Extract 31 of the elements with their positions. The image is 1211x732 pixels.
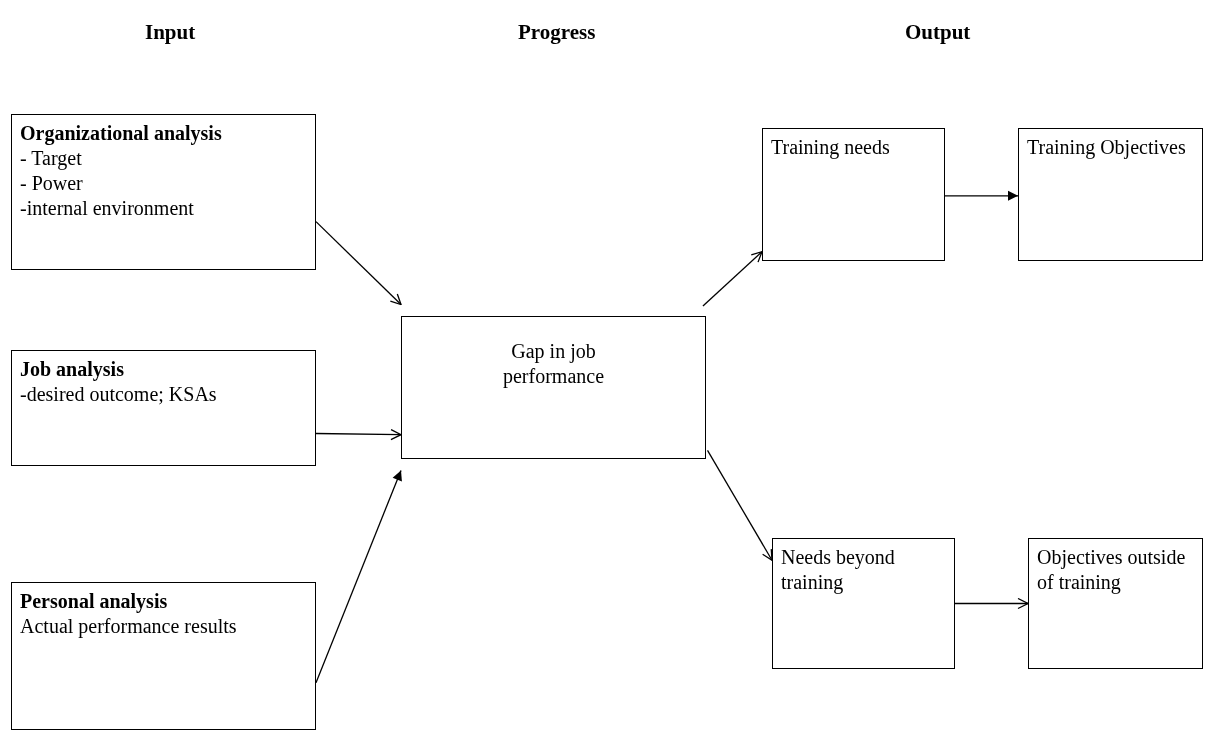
analysis-box bbox=[11, 350, 316, 466]
column-heading: Input bbox=[145, 20, 196, 45]
box-text: Objectives outside of training bbox=[1037, 545, 1187, 595]
arrow bbox=[706, 449, 773, 561]
box-text: Training Objectives bbox=[1027, 135, 1187, 160]
box-text: - Target bbox=[20, 146, 83, 171]
box-text: - Power bbox=[20, 171, 84, 196]
output-box bbox=[1028, 538, 1203, 669]
output-box bbox=[772, 538, 955, 669]
arrow bbox=[315, 221, 402, 306]
output-box bbox=[762, 128, 945, 261]
box-heading: Organizational analysis bbox=[20, 121, 223, 146]
box-text: -internal environment bbox=[20, 196, 195, 221]
arrow bbox=[315, 469, 402, 684]
output-box bbox=[1018, 128, 1203, 261]
box-text: Training needs bbox=[771, 135, 891, 160]
arrow bbox=[315, 428, 402, 441]
box-heading: Personal analysis bbox=[20, 589, 169, 614]
box-heading: Job analysis bbox=[20, 357, 125, 382]
box-text: Gap in job performance bbox=[501, 339, 605, 389]
arrow bbox=[702, 251, 763, 307]
column-heading: Output bbox=[905, 20, 971, 45]
box-text: -desired outcome; KSAs bbox=[20, 382, 218, 407]
arrow bbox=[944, 190, 1019, 201]
analysis-box bbox=[11, 114, 316, 270]
box-text: Actual performance results bbox=[20, 614, 238, 639]
column-heading: Progress bbox=[518, 20, 596, 45]
process-box bbox=[401, 316, 706, 459]
analysis-box bbox=[11, 582, 316, 730]
box-text: Needs beyond training bbox=[781, 545, 896, 595]
arrow bbox=[954, 597, 1029, 610]
